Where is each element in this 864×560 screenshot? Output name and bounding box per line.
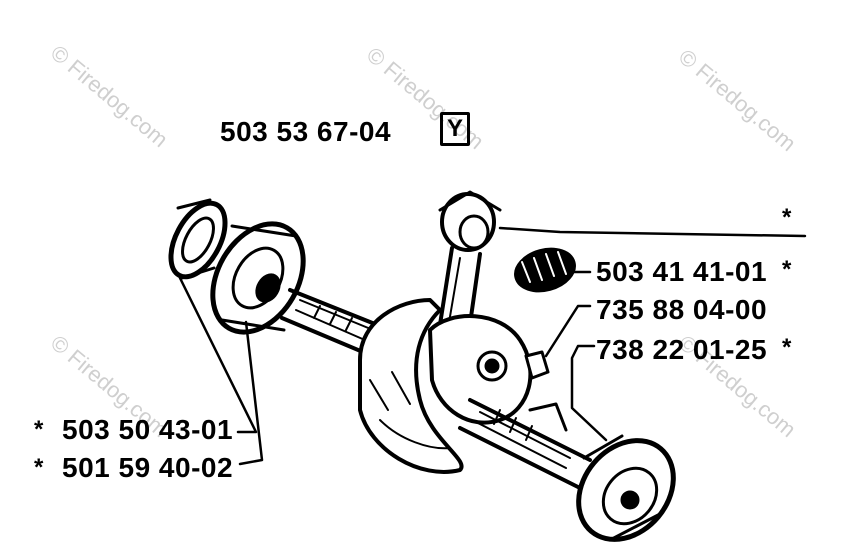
right-bearing-drawing xyxy=(576,434,676,542)
part-star: * xyxy=(34,454,44,481)
model-badge: Y xyxy=(440,112,470,146)
part-number: 738 22 01-25 xyxy=(596,334,768,365)
assembly-number: 503 53 67-04 xyxy=(220,116,392,147)
part-number: 735 88 04-00 xyxy=(596,294,768,325)
leader-lines xyxy=(178,226,807,466)
part-star: * xyxy=(34,416,44,443)
part-number: 503 41 41-01 xyxy=(596,256,768,287)
left-bearing-drawing xyxy=(210,221,306,335)
part-number: 503 50 43-01 xyxy=(62,414,234,445)
part-star: * xyxy=(782,256,792,283)
part-star: * xyxy=(782,334,792,361)
part-star: * xyxy=(782,204,792,231)
seal-ring-drawing xyxy=(168,198,228,280)
crank-web-drawing xyxy=(358,298,533,474)
needle-bearing-drawing xyxy=(514,247,576,293)
woodruff-key-drawing xyxy=(524,350,550,380)
right-shaft-drawing xyxy=(458,398,592,490)
part-number: 501 59 40-02 xyxy=(62,452,234,483)
